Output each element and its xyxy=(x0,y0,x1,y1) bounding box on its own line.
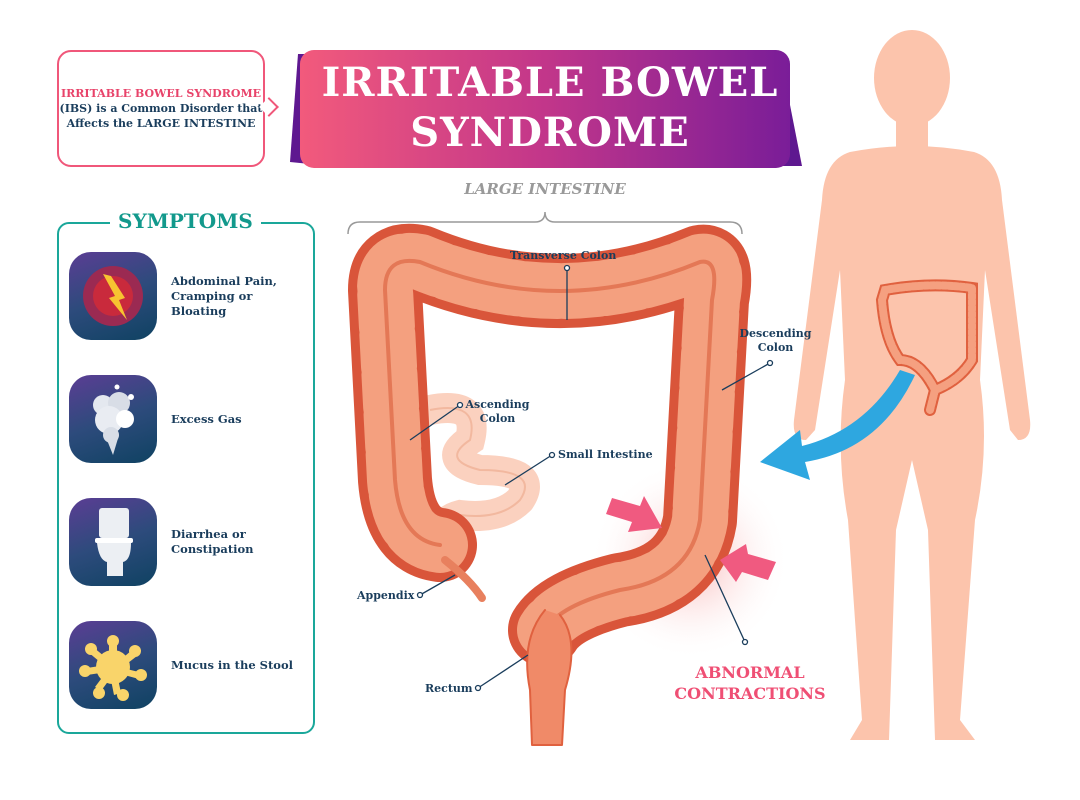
symptom-item: Excess Gas xyxy=(69,375,309,463)
large-intestine xyxy=(348,223,752,746)
label-appendix: Appendix xyxy=(357,589,415,602)
symptom-label: Abdominal Pain, Cramping or Bloating xyxy=(171,273,277,318)
label-descending-colon: Descending Colon xyxy=(739,327,812,354)
human-body-silhouette xyxy=(793,30,1031,740)
label-rectum: Rectum xyxy=(425,682,473,695)
toilet-icon xyxy=(69,498,157,586)
page-title: IRRITABLE BOWEL SYNDROME xyxy=(300,58,800,158)
lightning-pain-icon xyxy=(69,252,157,340)
appendix xyxy=(441,556,486,602)
symptom-label: Excess Gas xyxy=(171,411,242,426)
contraction-arrow-right xyxy=(720,544,776,582)
label-small-intestine: Small Intestine xyxy=(558,448,653,461)
symptom-label: Diarrhea or Constipation xyxy=(171,527,254,556)
pointer-arrow xyxy=(760,370,915,480)
symptom-item: Abdominal Pain, Cramping or Bloating xyxy=(69,252,309,340)
label-ascending-colon: Ascending Colon xyxy=(465,398,530,425)
title-banner xyxy=(290,50,802,168)
title-line-1: IRRITABLE BOWEL xyxy=(321,59,779,106)
abnormal-contractions-label: ABNORMAL CONTRACTIONS xyxy=(674,663,826,703)
label-transverse-colon: Transverse Colon xyxy=(510,249,617,262)
callout-body: (IBS) is a Common Disorder that Affects … xyxy=(59,102,263,130)
symptom-item: Mucus in the Stool xyxy=(69,621,309,709)
ibs-definition-callout: IRRITABLE BOWEL SYNDROME (IBS) is a Comm… xyxy=(57,50,265,167)
title-line-2: SYNDROME xyxy=(410,109,690,156)
large-intestine-heading: LARGE INTESTINE xyxy=(464,180,626,198)
rectum xyxy=(526,609,573,746)
gas-cloud-icon xyxy=(69,375,157,463)
symptom-item: Diarrhea or Constipation xyxy=(69,498,309,586)
symptom-label: Mucus in the Stool xyxy=(171,657,293,672)
callout-title: IRRITABLE BOWEL SYNDROME xyxy=(61,87,261,100)
mucus-splat-icon xyxy=(69,621,157,709)
large-intestine-brace xyxy=(347,211,743,235)
body-colon-small xyxy=(875,279,978,416)
contraction-arrow-left xyxy=(606,496,662,532)
symptoms-title: SYMPTOMS xyxy=(110,209,261,233)
